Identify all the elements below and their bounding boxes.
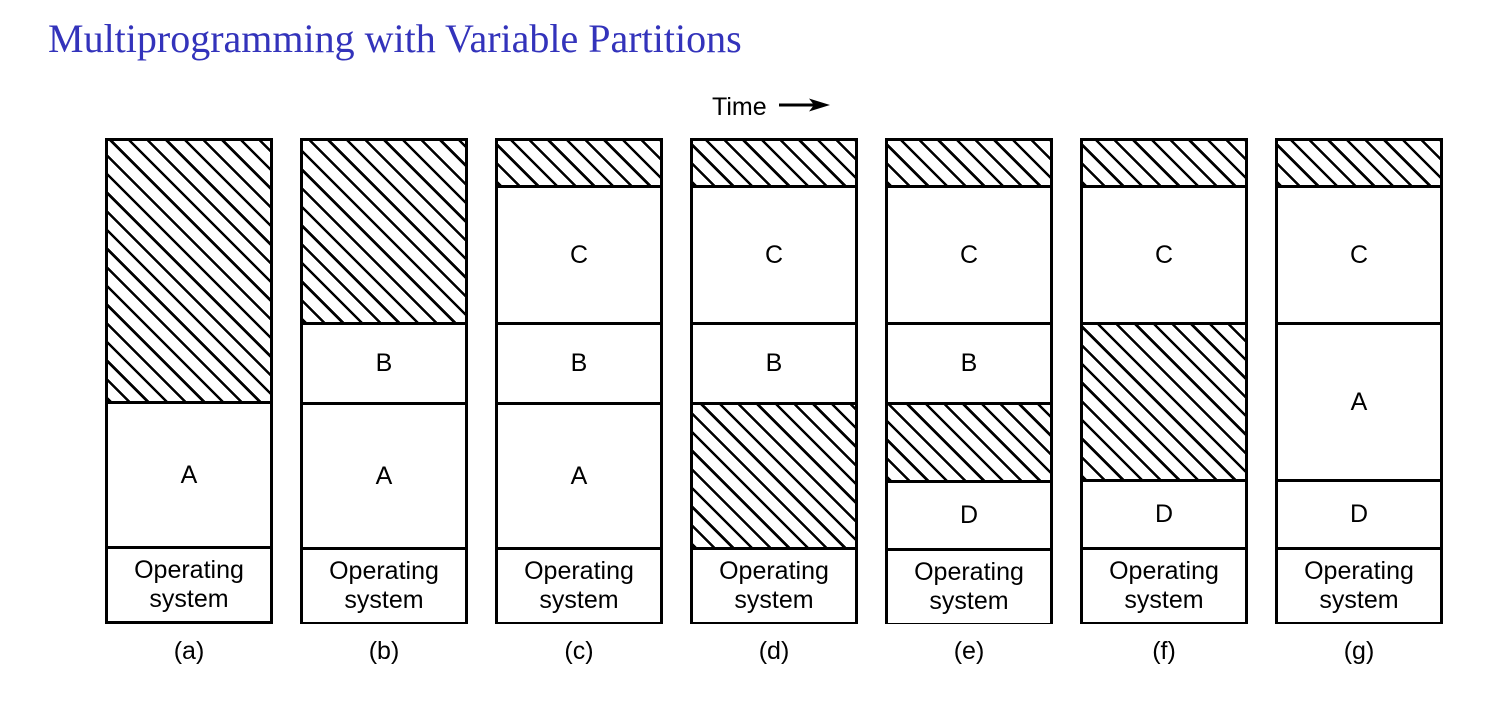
memory-block-a: A: [1278, 325, 1440, 482]
memory-block-free: [498, 141, 660, 188]
process-label: A: [1350, 387, 1368, 416]
process-label: B: [960, 349, 978, 377]
memory-block-d: D: [1278, 482, 1440, 550]
memory-block-b: B: [498, 325, 660, 405]
process-label: A: [180, 460, 198, 489]
time-axis-label: Time: [712, 92, 831, 122]
memory-block-free: [693, 405, 855, 550]
process-label: B: [375, 349, 393, 377]
memory-block-os: Operating system: [498, 550, 660, 622]
memory-block-os: Operating system: [888, 551, 1050, 623]
memory-stack: C B Operating system: [690, 138, 858, 624]
memory-block-d: D: [888, 483, 1050, 551]
os-label: Operating system: [719, 557, 829, 614]
column-caption-g: (g): [1343, 637, 1375, 665]
right-arrow-icon: [778, 97, 831, 118]
process-label: D: [1349, 500, 1369, 528]
column-caption-c: (c): [564, 637, 594, 665]
memory-column-b: B A Operating system: [300, 138, 468, 624]
memory-block-a: A: [498, 405, 660, 550]
memory-block-os: Operating system: [303, 550, 465, 622]
memory-block-c: C: [888, 188, 1050, 325]
memory-column-e: C B D Operating system: [885, 138, 1053, 624]
memory-block-c: C: [498, 188, 660, 325]
memory-block-free: [303, 141, 465, 325]
column-caption-e: (e): [953, 637, 985, 665]
process-label: C: [764, 240, 784, 269]
os-label: Operating system: [1304, 557, 1414, 614]
process-label: B: [765, 349, 783, 377]
memory-block-c: C: [1278, 188, 1440, 325]
process-label: D: [1154, 500, 1174, 528]
memory-column-c: C B A Operating system: [495, 138, 663, 624]
memory-column-d: C B Operating system: [690, 138, 858, 624]
memory-block-free: [1083, 325, 1245, 482]
memory-stack: C B D Operating system: [885, 138, 1053, 624]
memory-block-a: A: [108, 404, 270, 549]
memory-block-os: Operating system: [1278, 550, 1440, 622]
memory-block-free: [888, 405, 1050, 483]
memory-block-os: Operating system: [1083, 550, 1245, 622]
memory-stack: C A D Operating system: [1275, 138, 1443, 624]
page-title: Multiprogramming with Variable Partition…: [48, 16, 742, 61]
memory-block-b: B: [303, 325, 465, 405]
process-label: A: [570, 461, 588, 490]
memory-block-c: C: [693, 188, 855, 325]
memory-block-free: [1278, 141, 1440, 188]
process-label: C: [1349, 240, 1369, 269]
memory-stack: C D Operating system: [1080, 138, 1248, 624]
process-label: C: [1154, 240, 1174, 269]
memory-block-free: [1083, 141, 1245, 188]
column-caption-d: (d): [758, 637, 790, 665]
memory-block-b: B: [888, 325, 1050, 405]
os-label: Operating system: [1109, 557, 1219, 614]
memory-column-g: C A D Operating system: [1275, 138, 1443, 624]
memory-block-d: D: [1083, 482, 1245, 550]
memory-block-os: Operating system: [108, 549, 270, 621]
memory-stack: A Operating system: [105, 138, 273, 624]
time-axis-text: Time: [712, 93, 767, 121]
column-caption-f: (f): [1152, 637, 1176, 665]
memory-stack: C B A Operating system: [495, 138, 663, 624]
memory-column-a: A Operating system: [105, 138, 273, 624]
memory-block-a: A: [303, 405, 465, 550]
process-label: A: [375, 461, 393, 490]
os-label: Operating system: [524, 557, 634, 614]
memory-stack: B A Operating system: [300, 138, 468, 624]
os-label: Operating system: [914, 558, 1024, 615]
memory-block-free: [108, 141, 270, 404]
os-label: Operating system: [329, 557, 439, 614]
memory-block-b: B: [693, 325, 855, 405]
memory-column-f: C D Operating system: [1080, 138, 1248, 624]
memory-block-free: [888, 141, 1050, 188]
column-caption-b: (b): [368, 637, 400, 665]
os-label: Operating system: [134, 556, 244, 613]
process-label: C: [959, 240, 979, 269]
memory-block-free: [693, 141, 855, 188]
process-label: D: [959, 501, 979, 529]
memory-block-c: C: [1083, 188, 1245, 325]
process-label: C: [569, 240, 589, 269]
column-caption-a: (a): [173, 637, 205, 665]
process-label: B: [570, 349, 588, 377]
memory-block-os: Operating system: [693, 550, 855, 622]
